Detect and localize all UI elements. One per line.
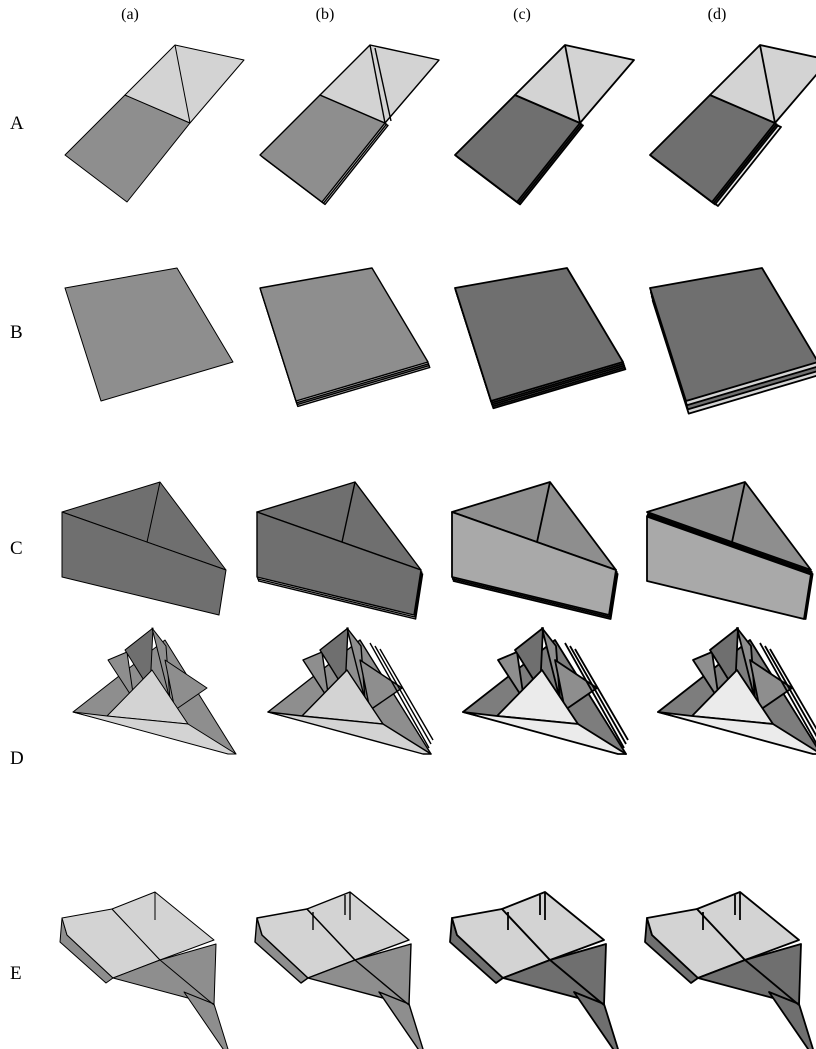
cell-C-d	[647, 482, 813, 619]
cell-E-d	[645, 892, 816, 1049]
cell-C-b	[257, 482, 423, 619]
cell-A-c	[455, 45, 634, 204]
cell-A-a	[65, 45, 244, 202]
cell-B-d	[650, 268, 816, 414]
cell-E-c	[450, 892, 622, 1049]
cell-D-b	[268, 628, 433, 754]
cell-A-d	[650, 45, 816, 206]
cell-B-c	[455, 268, 625, 408]
cell-D-c	[463, 628, 628, 754]
figure-cells	[60, 45, 816, 1049]
cell-A-b	[260, 45, 439, 204]
cell-E-a	[60, 892, 232, 1049]
cell-C-a	[62, 482, 226, 615]
cell-E-b	[255, 892, 427, 1049]
cell-B-a	[65, 268, 233, 401]
top-sheet	[455, 268, 623, 401]
top-sheet	[260, 268, 428, 401]
cell-C-c	[452, 482, 618, 619]
cell-D-d	[658, 628, 816, 754]
cell-D-a	[73, 628, 236, 754]
top-sheet	[65, 268, 233, 401]
cell-B-b	[260, 268, 430, 406]
